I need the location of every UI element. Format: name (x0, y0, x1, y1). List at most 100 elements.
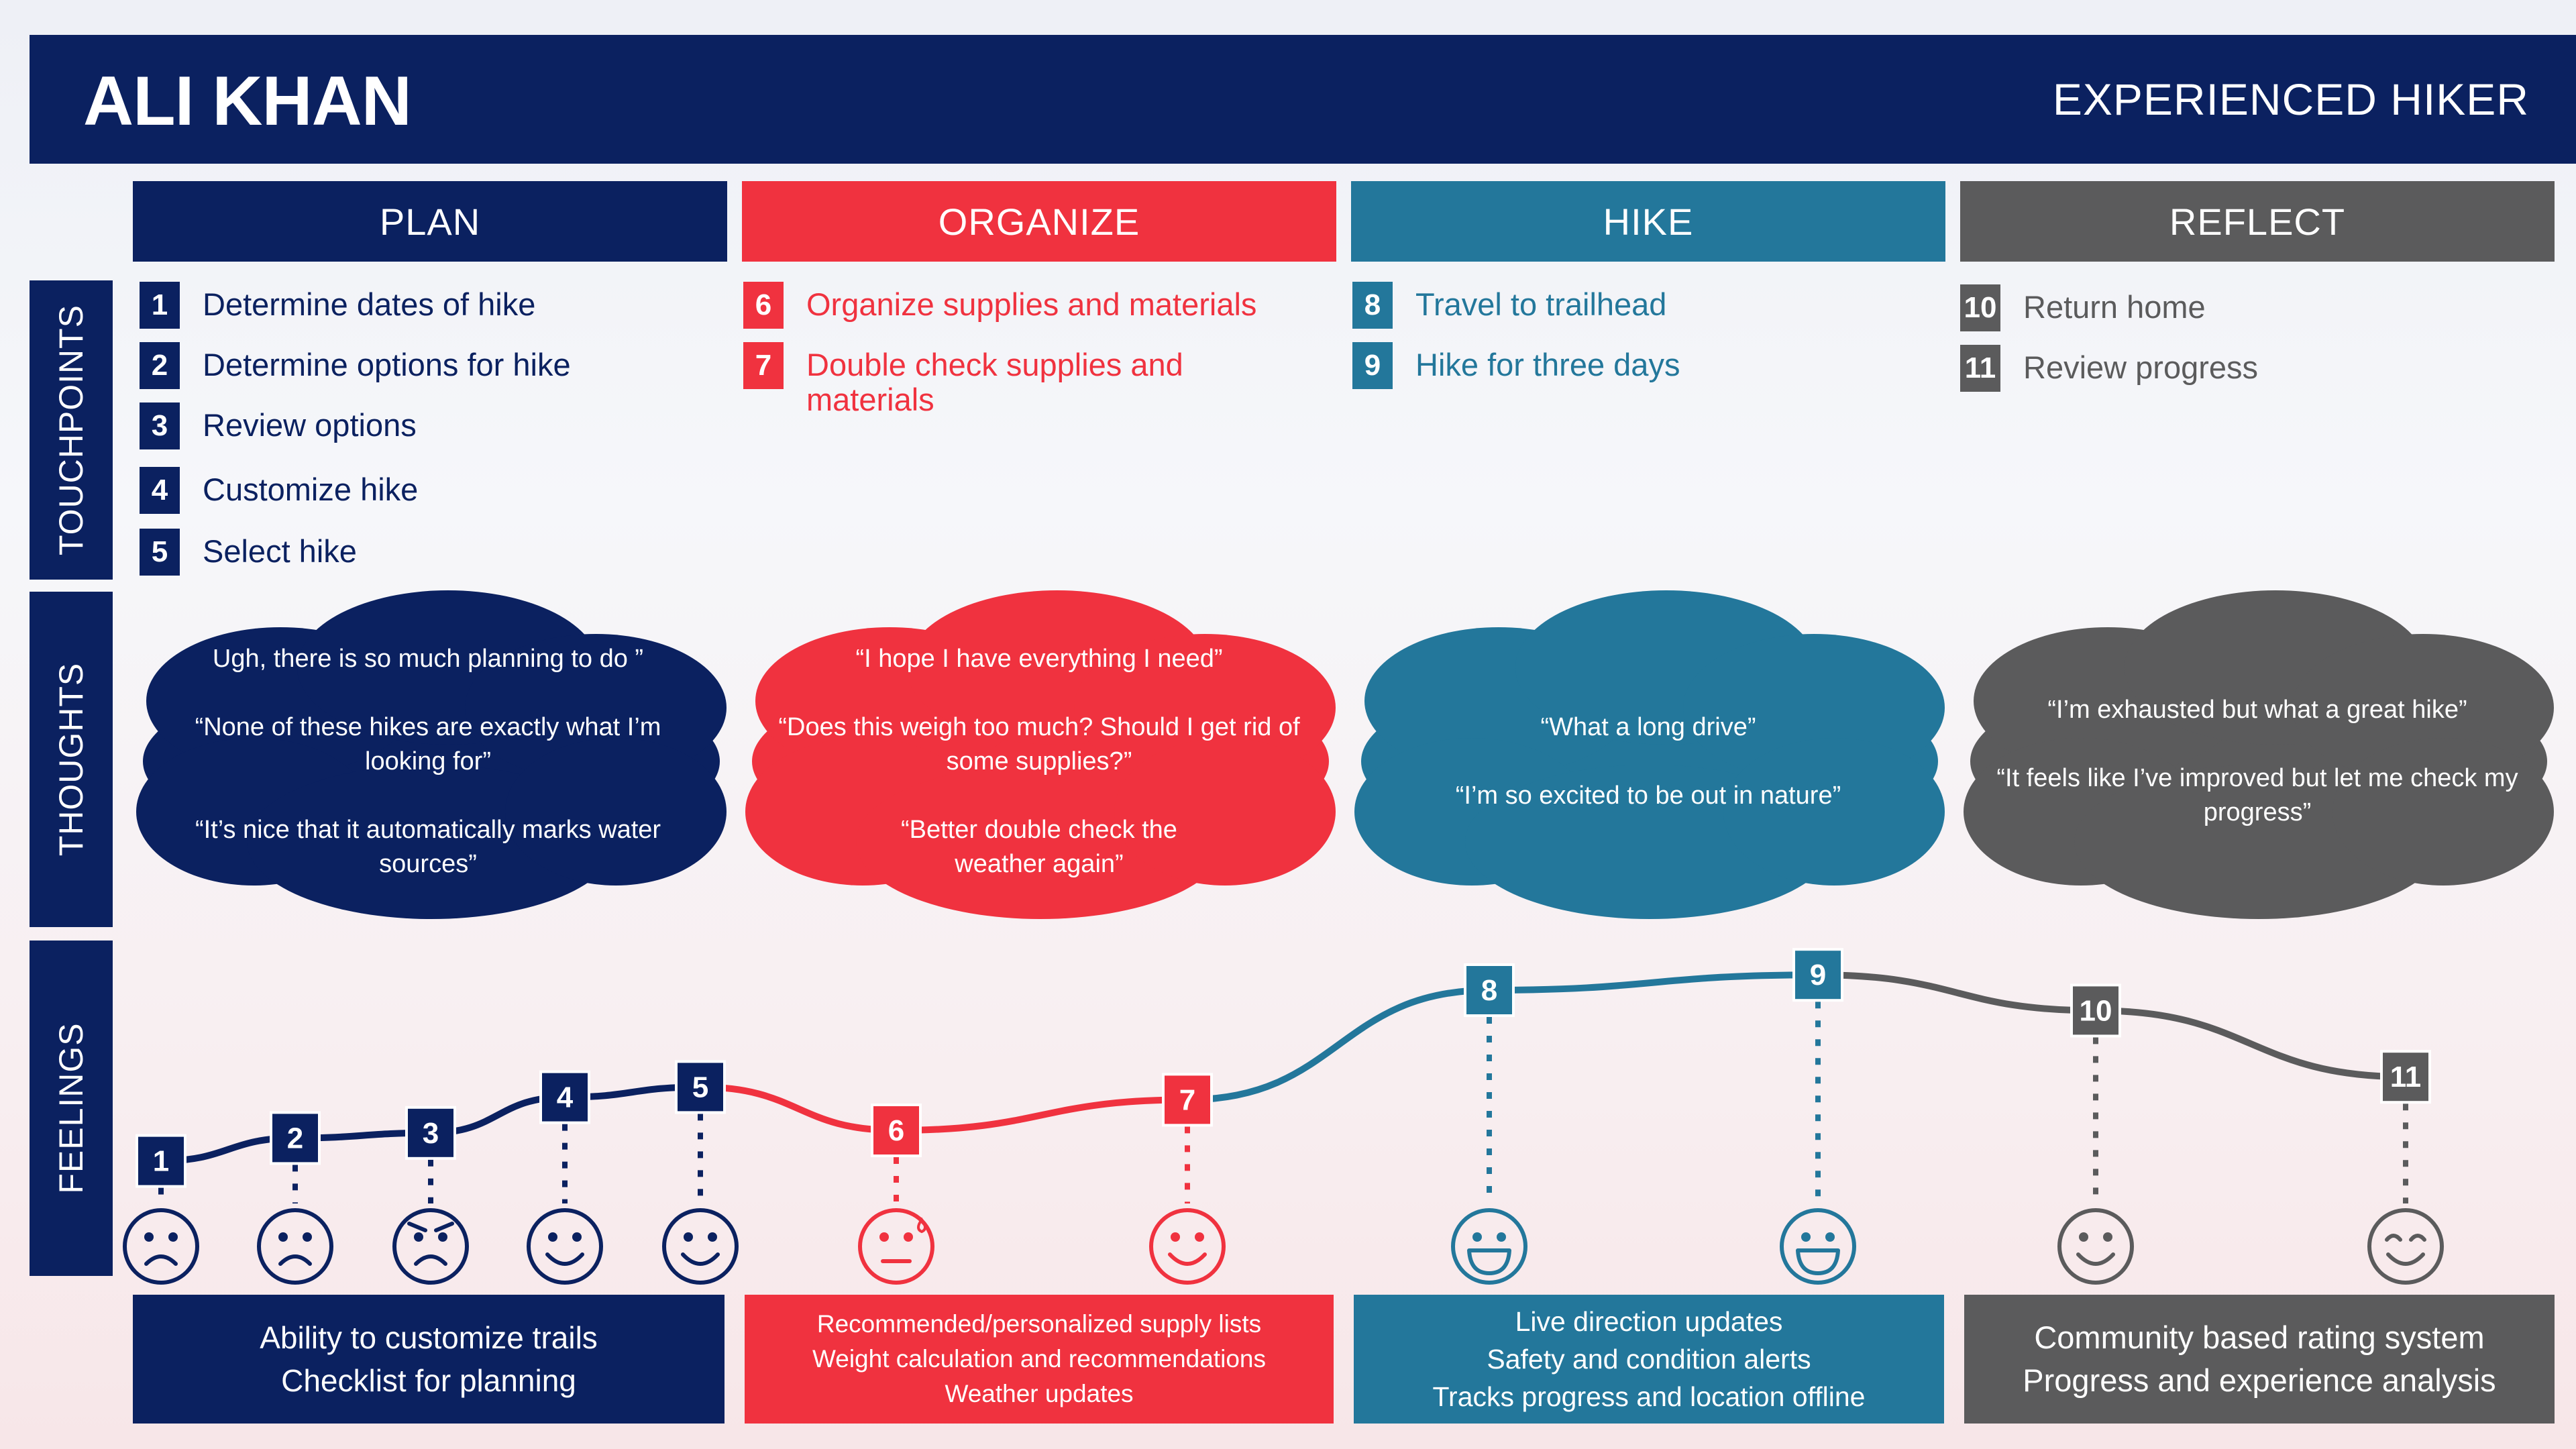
sad-face-icon (123, 1208, 199, 1285)
touchpoint-label: Determine dates of hike (203, 286, 536, 322)
touchpoint-number: 11 (1960, 345, 2000, 392)
face-mouth (681, 1252, 720, 1266)
feeling-marker (2070, 983, 2121, 1038)
thought-text: “It feels like I’ve improved but let me … (1996, 764, 2518, 826)
feeling-marker (539, 1070, 590, 1124)
feelings-curve-segment (700, 1083, 897, 1134)
touchpoint-item: 10 Return home (1960, 284, 2551, 350)
touchpoint-label: Review options (203, 407, 417, 443)
persona-name: ALI KHAN (83, 62, 412, 140)
feeling-marker-number: 11 (2390, 1061, 2422, 1093)
touchpoint-label: Customize hike (203, 472, 419, 507)
face-mouth (144, 1254, 178, 1266)
feature-text: Live direction updates (1515, 1306, 1783, 1337)
thoughts-organize: “I hope I have everything I need” “Does … (775, 631, 1303, 892)
row-label-touchpoints: TOUCHPOINTS (30, 280, 113, 580)
face-eye (2079, 1232, 2088, 1242)
touchpoint-number: 1 (140, 282, 180, 329)
sweating-face-icon (858, 1208, 934, 1285)
feeling-marker (2380, 1050, 2431, 1104)
touchpoint-item: 8 Travel to trailhead (1352, 282, 1943, 347)
face-eye (1801, 1232, 1811, 1242)
thought-text: Ugh, there is so much planning to do ” (212, 644, 644, 673)
grin-face-icon (1780, 1208, 1856, 1285)
feeling-marker (270, 1111, 321, 1165)
face-eye (1171, 1232, 1180, 1242)
touchpoint-item: 11 Review progress (1960, 345, 2551, 411)
feelings-curve-segment (2095, 1007, 2406, 1081)
phase-header-organize: ORGANIZE (742, 181, 1336, 262)
face-eye (2409, 1234, 2426, 1242)
touchpoint-number: 9 (1352, 342, 1393, 389)
content-face-icon (2367, 1208, 2444, 1285)
thought-text: “None of these hikes are exactly what I’… (195, 712, 661, 775)
face-mouth (2386, 1252, 2425, 1266)
thoughts-hike: “What a long drive” “I’m so excited to b… (1385, 631, 1912, 892)
phase-header-reflect: REFLECT (1960, 181, 2555, 262)
face-eye (684, 1232, 693, 1242)
header-bar: ALI KHAN EXPERIENCED HIKER (30, 35, 2576, 164)
feeling-marker-number: 7 (1179, 1083, 1195, 1116)
phase-header-plan: PLAN (133, 181, 727, 262)
face-eye (1472, 1232, 1482, 1242)
persona-role: EXPERIENCED HIKER (2052, 74, 2529, 124)
grin-face-icon (1451, 1208, 1527, 1285)
face-eye (303, 1232, 312, 1242)
smile-face-icon (2057, 1208, 2134, 1285)
face-mouth (1467, 1248, 1511, 1275)
face-eye (414, 1232, 423, 1242)
touchpoint-label: Hike for three days (1415, 347, 1680, 382)
touchpoint-number: 8 (1352, 282, 1393, 329)
touchpoint-number: 3 (140, 402, 180, 449)
touchpoint-label: Organize supplies and materials (806, 286, 1257, 322)
thought-text: “I hope I have everything I need” (855, 644, 1223, 673)
feeling-marker-number: 6 (888, 1114, 904, 1147)
feeling-marker (871, 1104, 922, 1157)
touchpoint-label: Travel to trailhead (1415, 286, 1667, 322)
face-mouth (414, 1254, 447, 1266)
face-eye (572, 1232, 582, 1242)
face-mouth (545, 1252, 584, 1266)
touchpoint-number: 2 (140, 342, 180, 389)
thought-text: “I’m so excited to be out in nature” (1455, 781, 1841, 810)
phase-header-hike: HIKE (1351, 181, 1945, 262)
feeling-marker (136, 1134, 186, 1188)
touchpoint-item: 7 Double check supplies and materials (743, 342, 1253, 417)
thoughts-plan: Ugh, there is so much planning to do ” “… (173, 631, 683, 892)
feeling-marker (1162, 1073, 1213, 1127)
touchpoint-label: Determine options for hike (203, 347, 571, 382)
face-eye (879, 1232, 889, 1242)
feature-text: Tracks progress and location offline (1432, 1381, 1866, 1412)
face-outline (662, 1208, 739, 1285)
face-eye (278, 1232, 288, 1242)
thoughts-reflect: “I’m exhausted but what a great hike” “I… (1994, 631, 2521, 892)
touchpoint-number: 4 (140, 467, 180, 514)
feeling-marker-number: 2 (287, 1122, 303, 1155)
touchpoint-item: 9 Hike for three days (1352, 342, 1943, 408)
touchpoint-label: Review progress (2023, 350, 2259, 385)
feeling-marker (1792, 948, 1843, 1002)
smile-face-icon (1149, 1208, 1226, 1285)
thought-text: “It’s nice that it automatically marks w… (195, 815, 661, 878)
face-eye (438, 1232, 447, 1242)
touchpoint-label: Double check supplies and materials (806, 347, 1183, 417)
touchpoint-item: 4 Customize hike (140, 467, 730, 534)
touchpoint-item: 6 Organize supplies and materials (743, 282, 1334, 347)
feeling-marker-number: 9 (1810, 959, 1826, 991)
feeling-marker-number: 8 (1481, 974, 1497, 1007)
thought-text: “Does this weigh too much? Should I get … (778, 712, 1300, 775)
touchpoint-number: 5 (140, 529, 180, 576)
touchpoints-reflect: 10 Return home 11 Review progress (1960, 284, 2551, 411)
feeling-marker-number: 10 (2080, 994, 2112, 1027)
touchpoint-item: 5 Select hike (140, 529, 730, 594)
feature-text: Community based rating system (2034, 1320, 2485, 1355)
feeling-marker (1464, 963, 1515, 1017)
face-mouth (278, 1254, 312, 1266)
face-outline (1149, 1208, 1226, 1285)
smile-face-icon (527, 1208, 603, 1285)
touchpoints-organize: 6 Organize supplies and materials 7 Doub… (743, 282, 1334, 417)
feeling-marker-number: 4 (557, 1081, 574, 1114)
thought-text: “I’m exhausted but what a great hike” (2047, 696, 2467, 724)
touchpoint-item: 1 Determine dates of hike (140, 282, 730, 347)
